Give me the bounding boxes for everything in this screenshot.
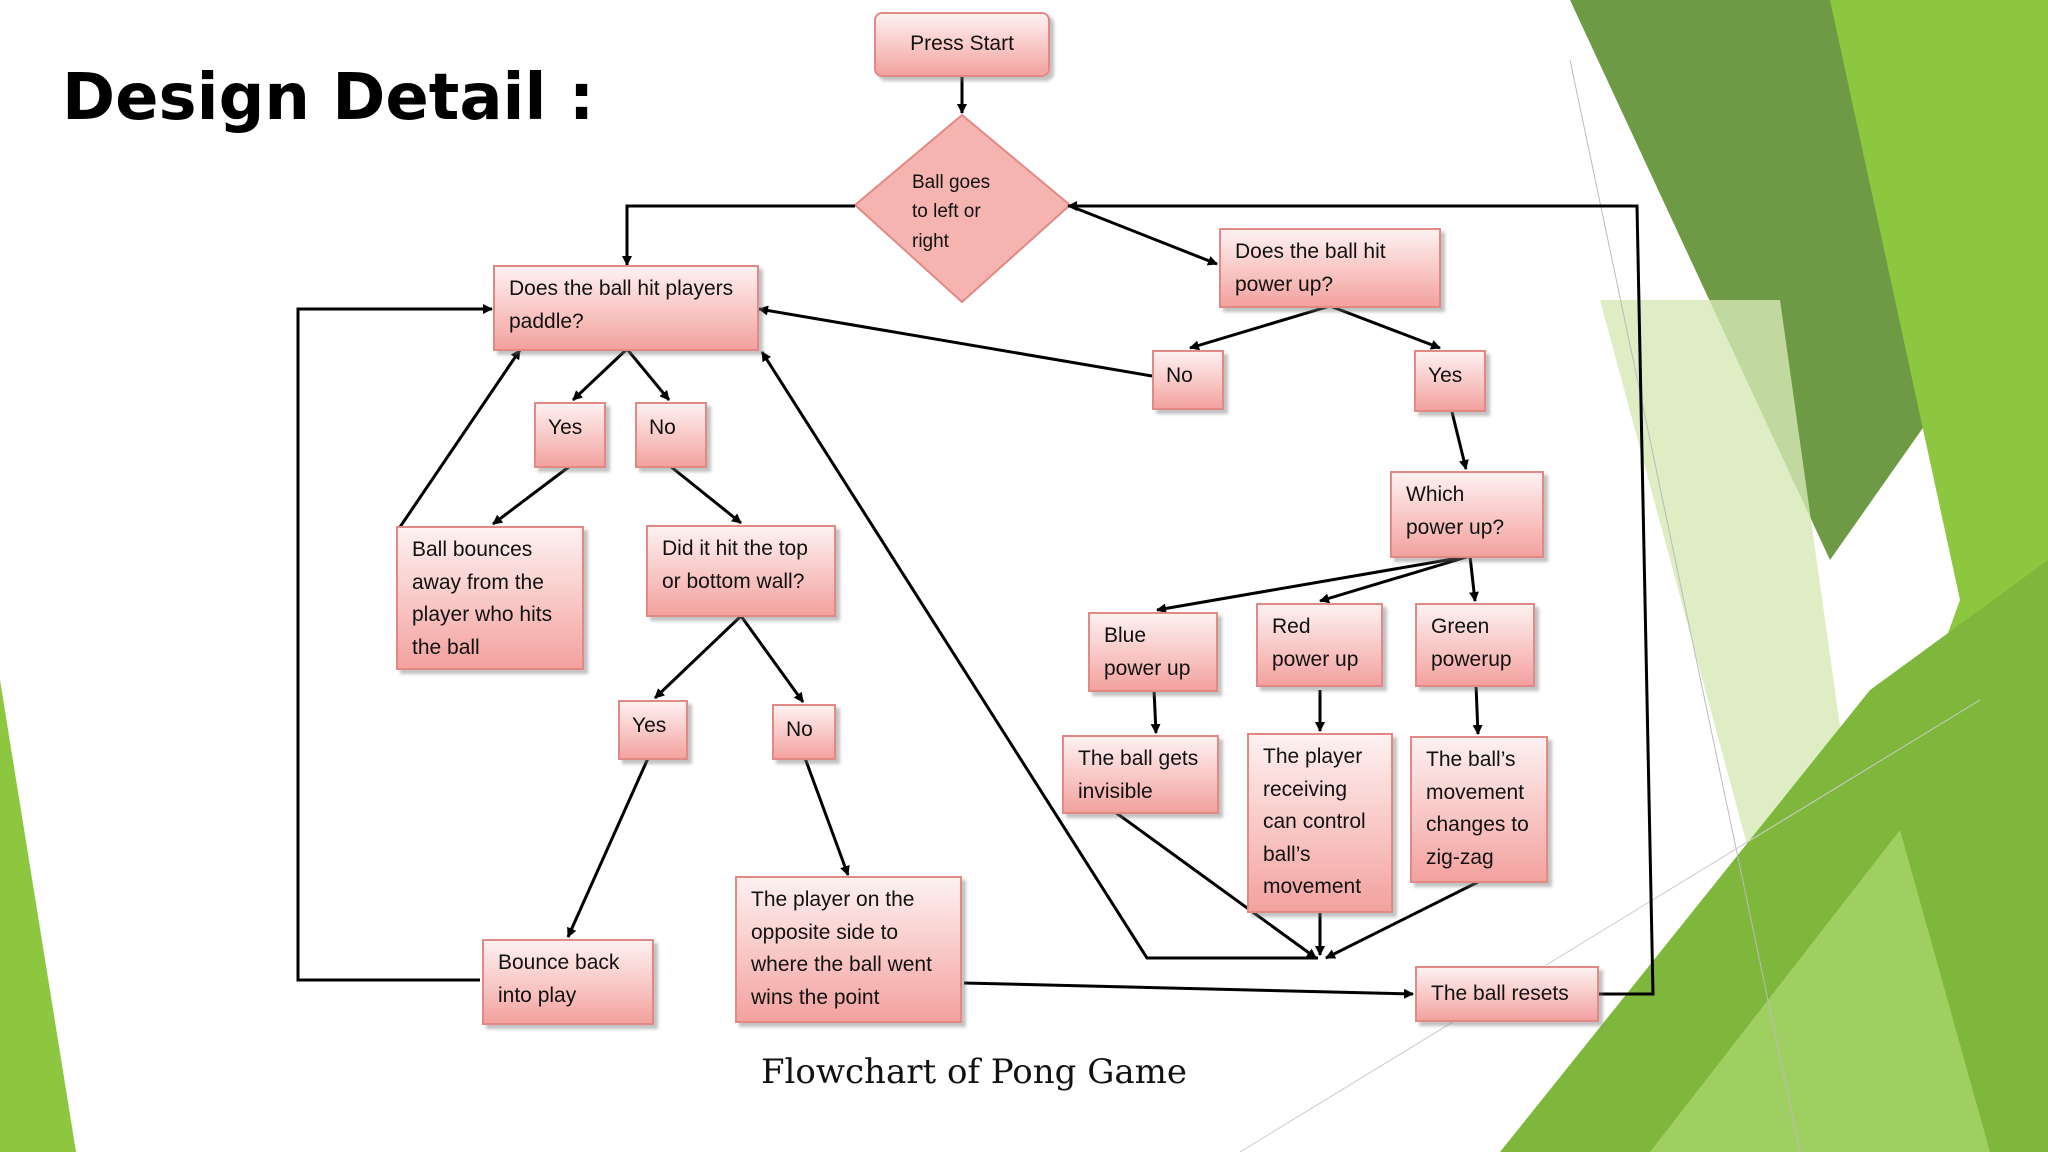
node-red-powerup: Red power up [1256,603,1383,687]
node-zig-zag-movement: The ball’s movement changes to zig-zag [1410,736,1548,883]
node-which-powerup: Which power up? [1390,471,1544,558]
green-facet-bottom-light [1650,830,1990,1152]
decision-direction-label: Ball goes to left or right [912,172,991,252]
node-bounce-back: Bounce back into play [482,939,654,1025]
node-opposite-player-wins: The player on the opposite side to where… [735,876,962,1023]
node-powerup-yes: Yes [1414,350,1486,412]
node-paddle-yes: Yes [534,402,606,468]
node-wall-no: No [772,704,836,760]
node-powerup-no: No [1152,350,1224,410]
node-green-powerup: Green powerup [1415,603,1535,687]
node-player-controls-ball: The player receiving can control ball’s … [1247,733,1393,913]
node-ball-hit-powerup: Does the ball hit power up? [1219,228,1441,308]
node-ball-hit-paddle: Does the ball hit players paddle? [493,265,759,351]
flowchart-caption: Flowchart of Pong Game [760,1052,1188,1092]
green-facet-left [0,680,76,1152]
slide-title: Design Detail : [62,61,595,135]
node-ball-resets: The ball resets [1415,966,1599,1022]
node-hit-top-bottom-wall: Did it hit the top or bottom wall? [646,525,836,617]
node-blue-powerup: Blue power up [1088,612,1218,692]
node-press-start: Press Start [874,12,1050,77]
node-ball-bounces-away: Ball bounces away from the player who hi… [396,526,584,670]
node-ball-invisible: The ball gets invisible [1062,735,1219,814]
node-wall-yes: Yes [618,700,688,760]
node-paddle-no: No [635,402,707,468]
